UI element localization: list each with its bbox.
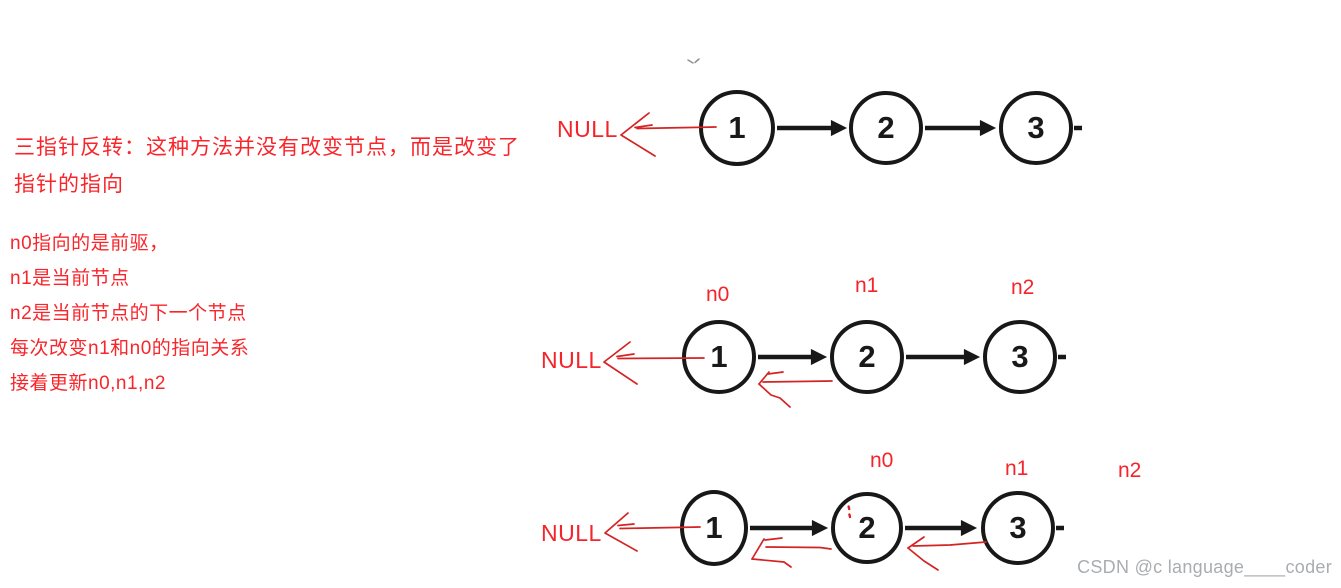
pointer-label-n1: n1 (1005, 457, 1029, 480)
annotation-body: n0指向的是前驱， n1是当前节点 n2是当前节点的下一个节点 每次改变n1和n… (10, 226, 249, 401)
node-circle-1: 1 (699, 90, 775, 166)
annotation-line: 每次改变n1和n0的指向关系 (10, 338, 250, 359)
node-circle-1: 1 (680, 490, 748, 566)
annotation-line: n1是当前节点 (10, 268, 130, 289)
node-circle-2: 2 (831, 492, 903, 564)
null-label: NULL (541, 347, 602, 373)
reversed-pointer-arrow-3-2 (907, 536, 987, 571)
pointer-label-n0: n0 (706, 283, 730, 306)
stray-mark (687, 58, 700, 64)
annotation-title: 三指针反转：这种方法并没有改变节点，而是改变了 指针的指向 (14, 129, 520, 203)
node-circle-3: 3 (983, 320, 1057, 394)
null-label: NULL (557, 116, 618, 142)
node-circle-3: 3 (981, 491, 1055, 565)
pointer-label-n0: n0 (870, 449, 894, 472)
annotation-title-line-2: 指针的指向 (14, 173, 124, 196)
annotation-line: n0指向的是前驱， (10, 233, 169, 254)
pointer-label-n2: n2 (1118, 459, 1142, 482)
reversed-pointer-arrow-2-1 (751, 537, 832, 568)
annotation-line: n2是当前节点的下一个节点 (10, 303, 247, 324)
node-circle-3: 3 (999, 91, 1073, 165)
reversed-pointer-arrow-2-1 (758, 371, 833, 408)
pointer-label-n2: n2 (1011, 276, 1035, 299)
node-circle-1: 1 (682, 320, 756, 394)
node-circle-2: 2 (830, 320, 904, 394)
annotation-title-line-1: 三指针反转：这种方法并没有改变节点，而是改变了 (14, 136, 520, 159)
annotation-line: 接着更新n0,n1,n2 (10, 373, 166, 394)
node-circle-2: 2 (849, 91, 923, 165)
null-label: NULL (541, 520, 602, 546)
watermark: CSDN @c language____coder (1077, 557, 1332, 577)
pointer-label-n1: n1 (855, 274, 879, 297)
